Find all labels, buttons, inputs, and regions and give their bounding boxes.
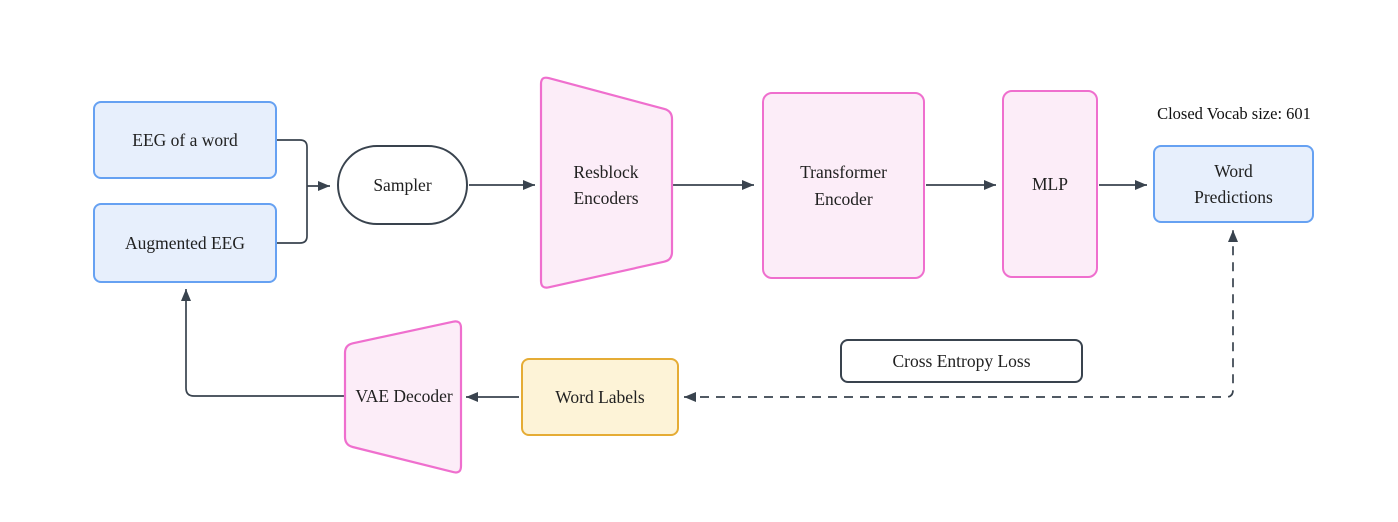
node-sampler: Sampler: [337, 145, 468, 225]
edge-eeg-word-to-sampler: [277, 139, 308, 186]
node-vae-decoder-label: VAE Decoder: [355, 385, 453, 406]
node-word-predictions: Word Predictions: [1153, 145, 1314, 223]
node-cross-entropy-loss: Cross Entropy Loss: [840, 339, 1083, 383]
node-word-labels: Word Labels: [521, 358, 679, 436]
vae-decoder-shape: [343, 320, 463, 474]
closed-vocab-note: Closed Vocab size: 601: [1157, 104, 1311, 123]
edge-augmented-eeg-to-sampler: [277, 186, 308, 244]
resblock-encoders-shape: [539, 76, 674, 289]
edge-cross-entropy-dashed: [684, 230, 1238, 402]
node-mlp: MLP: [1002, 90, 1098, 278]
node-augmented-eeg: Augmented EEG: [93, 203, 277, 283]
node-resblock-encoders-label: Resblock Encoders: [573, 161, 639, 208]
edge-vae-to-augmented-eeg: [181, 289, 345, 397]
node-eeg-of-a-word: EEG of a word: [93, 101, 277, 179]
node-transformer-encoder: Transformer Encoder: [762, 92, 925, 279]
